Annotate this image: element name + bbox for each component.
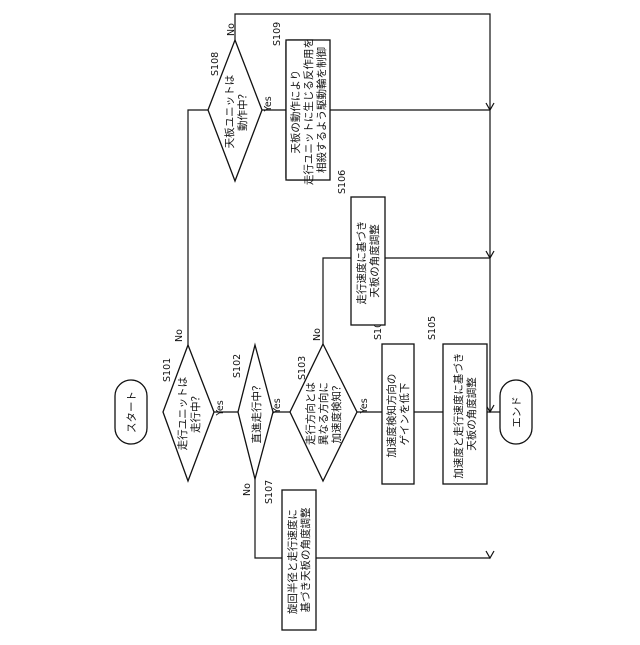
process-s104: 加速度検知方向の ゲインを低下 S104 — [373, 316, 414, 484]
process-s107-line2: 基づき天板の角度調整 — [299, 507, 312, 612]
process-s109: 天板の動作により 走行ユニットに生じる反作用を 相殺するよう駆動輪を制御 S10… — [272, 22, 330, 185]
decision-s102-text: 直進走行中？ — [250, 381, 263, 444]
step-label-s102: S102 — [232, 354, 243, 378]
decision-s108-line2: 動作中？ — [236, 89, 249, 131]
branch-no-s103: No — [312, 328, 323, 341]
branch-no-s108: No — [226, 23, 237, 36]
branch-yes-s108: Yes — [263, 96, 274, 112]
connector-s103-no — [323, 258, 351, 344]
decision-s108: 天板ユニットは 動作中？ S108 Yes No — [208, 23, 274, 181]
start-terminal: スタート — [115, 380, 147, 444]
decision-s101: 走行ユニットは 走行中？ S101 Yes No — [162, 329, 226, 481]
decision-s108-line1: 天板ユニットは — [223, 75, 236, 149]
branch-no-s102: No — [242, 483, 253, 496]
process-s107: 旋回半径と走行速度に 基づき天板の角度調整 S107 — [264, 480, 316, 630]
step-label-s109: S109 — [272, 22, 283, 46]
step-label-s106: S106 — [337, 170, 348, 194]
process-s105: 加速度と走行速度に基づき 天板の角度調整 S105 — [427, 316, 487, 484]
connector-s101-no — [188, 110, 208, 345]
branch-no-s101: No — [174, 329, 185, 342]
process-s104-line1: 加速度検知方向の — [385, 374, 398, 458]
process-s107-line1: 旋回半径と走行速度に — [286, 509, 299, 614]
decision-s102: 直進走行中？ S102 Yes No — [232, 345, 283, 496]
branch-yes-s101: Yes — [215, 400, 226, 416]
process-s104-line2: ゲインを低下 — [398, 383, 411, 446]
process-s105-line1: 加速度と走行速度に基づき — [452, 353, 465, 479]
end-label: エンド — [511, 396, 523, 428]
arrowhead — [486, 551, 494, 558]
step-label-s105: S105 — [427, 316, 438, 340]
process-s109-line2: 走行ユニットに生じる反作用を — [302, 38, 315, 185]
decision-s103-text: 走行方向とは 異なる方向に 加速度検知？ — [304, 379, 343, 445]
branch-yes-s103: Yes — [359, 398, 370, 414]
decision-s103: 走行方向とは 異なる方向に 加速度検知？ S103 Yes No — [290, 328, 370, 481]
start-label: スタート — [126, 391, 138, 433]
process-s105-line2: 天板の角度調整 — [465, 377, 478, 451]
decision-s101-line2: 走行中？ — [189, 391, 202, 433]
process-s109-line3: 相殺するよう駆動輪を制御 — [315, 47, 328, 173]
step-label-s108: S108 — [210, 52, 221, 76]
step-label-s107: S107 — [264, 480, 275, 504]
end-terminal: エンド — [500, 380, 532, 444]
process-s109-line1: 天板の動作により — [289, 70, 302, 154]
decision-s103-line3: 加速度検知？ — [330, 381, 343, 444]
step-label-s101: S101 — [162, 358, 173, 382]
decision-s103-line1: 走行方向とは — [304, 382, 317, 445]
decision-s103-line2: 異なる方向に — [317, 382, 330, 445]
process-s106-line1: 走行速度に基づき — [355, 221, 368, 305]
process-s106-line2: 天板の角度調整 — [368, 224, 381, 298]
branch-yes-s102: Yes — [272, 398, 283, 414]
decision-s101-line1: 走行ユニットは — [176, 377, 189, 451]
step-label-s103: S103 — [297, 356, 308, 380]
process-s106: 走行速度に基づき 天板の角度調整 S106 — [337, 170, 385, 325]
